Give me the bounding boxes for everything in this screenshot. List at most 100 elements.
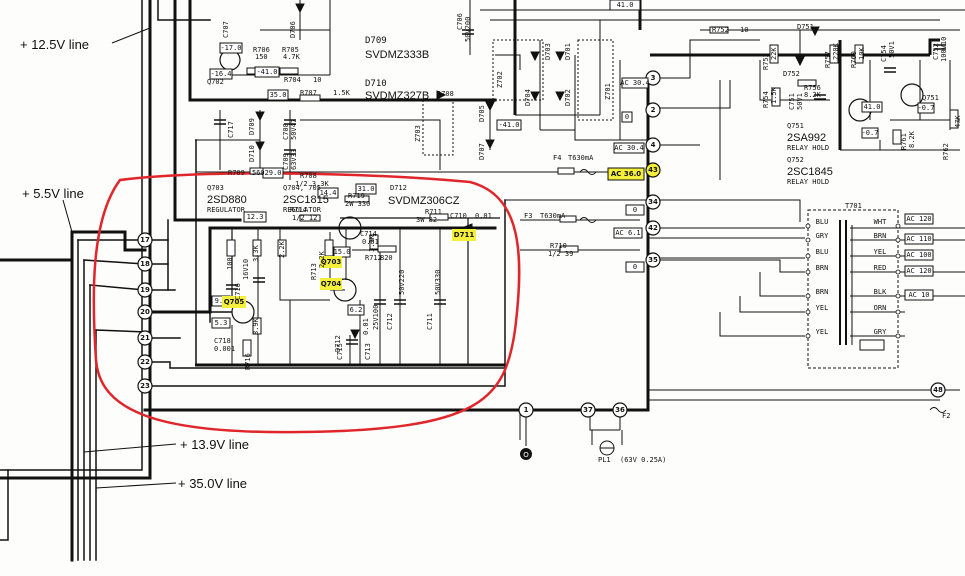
q702-ref: Q702: [207, 78, 224, 86]
q751-role: RELAY HOLD: [787, 144, 829, 152]
q703-role: REGULATOR: [207, 206, 246, 214]
r715-val: 2.2K: [278, 240, 286, 258]
r754-val: 1.5K: [770, 86, 778, 104]
c710-val: 0.01: [475, 212, 492, 220]
q751-sym-ref: Q751: [922, 94, 939, 102]
q752-role: RELAY HOLD: [787, 178, 829, 186]
f4-val: T630mA: [568, 154, 594, 162]
c706-val: 50V200: [464, 17, 472, 42]
vbox-q751_v1: 41.0: [861, 101, 883, 113]
pin-label: 34: [648, 198, 658, 206]
wire-left-4: BRN: [816, 288, 829, 296]
c709-val: 63V33: [290, 149, 298, 170]
d701-ref: D701: [564, 43, 572, 60]
rotated-labels: 100 3.3K 2.2K R713 2.2K R716 3.9K 3.3K C…: [222, 13, 962, 370]
pin-label: 43: [648, 166, 658, 174]
c715-val: 0.01: [362, 318, 370, 335]
c708-val: 50V47: [290, 119, 298, 140]
f3-ref: F3: [524, 212, 532, 220]
r709-ref: R709: [228, 169, 245, 177]
d751-ref: D751: [797, 23, 814, 31]
vbox-ac110: AC 110: [904, 233, 934, 245]
vbox-label: -0.7: [918, 104, 935, 112]
c715-ref: C715: [336, 343, 344, 360]
vbox-v31_0: 31.0: [355, 183, 377, 195]
wire-right-1: BRN: [874, 232, 887, 240]
r716b-val: 3.3K: [368, 234, 376, 252]
wire-right-dot: [895, 269, 901, 275]
r712-ref: R712: [365, 254, 382, 262]
vbox-label: 0: [633, 263, 637, 271]
c754-ref: C754: [880, 45, 888, 62]
vbox-label: 29.0: [265, 169, 282, 177]
pin-label: 21: [140, 334, 150, 342]
pin-label: 37: [583, 406, 593, 414]
wire-left-dot: [805, 333, 811, 339]
vbox-label: AC 10: [908, 291, 929, 299]
r762-ref: R762: [942, 143, 950, 160]
resistor-labels: R705 4.7K R706 150 R704 10 R707 1.5K R70…: [228, 26, 822, 262]
pin-2: 2: [645, 102, 661, 118]
vbox-label: 9.5: [215, 297, 228, 305]
r757-ref: R757: [824, 51, 832, 68]
wire-right-dot: [895, 237, 901, 243]
q751-ref: Q751: [787, 122, 804, 130]
vbox-label: 6.2: [350, 306, 363, 314]
d710-sym: D710: [248, 145, 256, 162]
q704-ref: Q704, 705: [283, 184, 321, 192]
r709-val: 560: [252, 169, 265, 177]
c713-val: 25V100: [372, 305, 380, 330]
vbox-ac6_1: AC 6.1: [613, 227, 643, 239]
pin-42: 42: [645, 220, 661, 236]
r762-val: 47K: [954, 115, 962, 128]
pin-label: 22: [140, 358, 150, 366]
q751-symbol: [900, 83, 924, 107]
pin-1: 1: [518, 402, 534, 418]
c711-val: 50V330: [434, 270, 442, 295]
transformer-wiring: [500, 168, 965, 440]
r756-ref: R756: [804, 84, 821, 92]
q703-ref: Q703: [207, 184, 224, 192]
c754-val: 50V1: [888, 41, 896, 58]
upper-section: [195, 0, 965, 410]
r752-val: 10: [740, 26, 748, 34]
pin-34: 34: [645, 194, 661, 210]
vbox-ac10: AC 10: [904, 289, 934, 301]
d710-part: SVDMZ327B: [365, 90, 429, 102]
o-terminal: O: [520, 416, 532, 460]
pin-label: 48: [933, 386, 943, 394]
vbox-label: 41.0: [617, 1, 634, 9]
vbox-v5_3: 5.3: [211, 317, 231, 329]
highlight-ac36: AC 36.0: [607, 167, 645, 181]
c718-ref: C718: [214, 337, 231, 345]
vbox-label: -16.4: [210, 70, 231, 78]
vbox-zero_a: 0: [621, 111, 633, 123]
r704-val: 10: [313, 76, 321, 84]
pin-23: 23: [137, 378, 153, 394]
r716-val: 3.9K: [252, 317, 260, 335]
wire-right-4: BLK: [874, 288, 887, 296]
vbox-ac120b: AC 120: [904, 265, 934, 277]
vbox-label: AC 120: [906, 267, 931, 275]
part-labels: D709 SVDMZ333B D710 SVDMZ327B D708 Q703 …: [207, 23, 939, 214]
fuse-symbols: [579, 169, 947, 413]
vbox-v12_3: 12.3: [243, 211, 267, 223]
vbox-ac100: AC 100: [904, 249, 934, 261]
vbox-label: 0: [625, 113, 629, 121]
r705-ref: R705: [282, 46, 299, 54]
c709-ref: C709: [282, 153, 290, 170]
z702-ref: Z702: [496, 71, 504, 88]
label-12-5v-line: + 12.5V line: [20, 37, 89, 52]
r706-ref: R706: [253, 46, 270, 54]
r756-val: 8.2K: [804, 91, 822, 99]
wire-left-dot: [805, 309, 811, 315]
vbox-zero_c: 0: [625, 261, 645, 273]
pin-label: 1: [524, 406, 529, 414]
vbox-label: -41.0: [498, 121, 519, 129]
pin-20: 20: [137, 304, 153, 320]
wire-right-2: YEL: [874, 248, 887, 256]
r711-ref: R711: [425, 208, 442, 216]
